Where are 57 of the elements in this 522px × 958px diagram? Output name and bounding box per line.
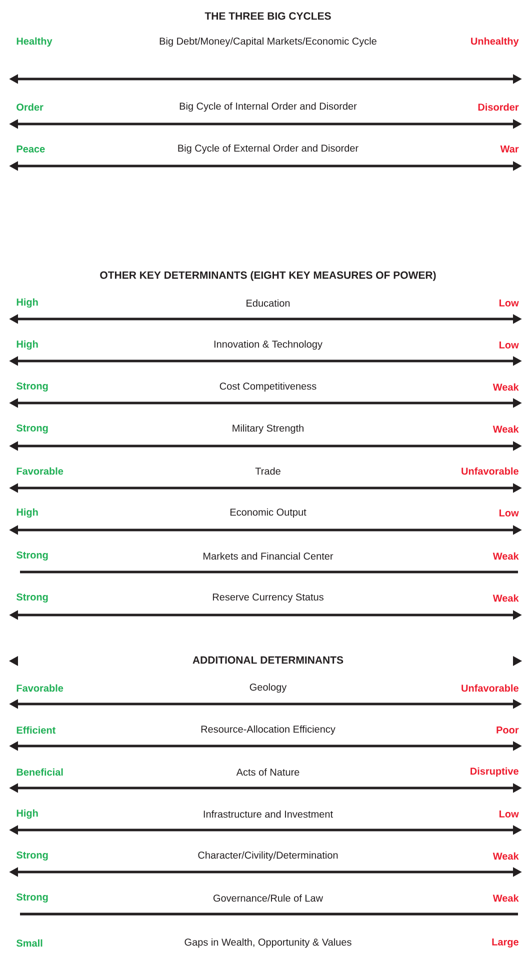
scale-low-label: Efficient	[16, 726, 56, 734]
section-heading: ADDITIONAL DETERMINANTS	[192, 656, 344, 664]
scale-low-label: Beneficial	[16, 768, 63, 776]
scale-high-label: Low	[499, 810, 519, 818]
scale-name: Big Cycle of Internal Order and Disorder	[180, 102, 357, 112]
scale-high-label: Large	[492, 938, 518, 948]
scale-name: Governance/Rule of Law	[213, 894, 324, 902]
scale-high-label: Weak	[492, 894, 519, 902]
scale-name: Military Strength	[232, 424, 304, 434]
scale-name: Trade	[255, 467, 280, 475]
scale-low-label: High	[16, 809, 38, 819]
scale-high-label: Poor	[496, 726, 519, 734]
scale-low-label: Peace	[16, 146, 45, 152]
scale-low-label: Favorable	[16, 684, 64, 692]
scale-high-label: Disorder	[478, 103, 519, 111]
scale-high-label: Unhealthy	[471, 37, 519, 47]
scale-name: Infrastructure and Investment	[204, 810, 333, 818]
scale-high-label: Unfavorable	[462, 684, 518, 692]
scale-low-label: High	[16, 298, 38, 308]
scale-low-label: High	[16, 340, 38, 350]
section-heading: THE THREE BIG CYCLES	[204, 12, 331, 20]
scale-low-label: Strong	[16, 551, 48, 561]
scale-name: Geology	[250, 683, 287, 693]
scale-high-label: Weak	[492, 383, 519, 391]
scale-name: Big Debt/Money/Capital Markets/Economic Cycle	[160, 37, 376, 47]
scale-high-label: War	[500, 146, 519, 152]
scale-high-label: Low	[499, 300, 519, 306]
scale-name: Acts of Nature	[236, 768, 300, 776]
scale-name: Gaps in Wealth, Opportunity & Values	[184, 938, 352, 948]
scale-name: Markets and Financial Center	[204, 552, 334, 560]
scale-low-label: Favorable	[16, 467, 64, 475]
scale-low-label: High	[16, 508, 38, 518]
scale-low-label: Strong	[16, 382, 48, 392]
scale-name: Character/Civility/Determination	[198, 851, 338, 861]
scale-low-label: Strong	[16, 851, 48, 861]
scale-low-label: Order	[16, 103, 44, 111]
scale-high-label: Unfavorable	[462, 467, 518, 475]
scale-high-label: Weak	[492, 594, 519, 602]
scale-low-label: Strong	[16, 424, 48, 434]
scale-low-label: Strong	[16, 593, 48, 603]
scale-low-label: Strong	[16, 893, 48, 903]
scale-name: Big Cycle of External Order and Disorder	[178, 144, 358, 154]
section-heading: OTHER KEY DETERMINANTS (EIGHT KEY MEASURES OF POWER)	[100, 271, 436, 281]
scale-name: Economic Output	[230, 508, 306, 518]
scale-high-label: Low	[499, 510, 519, 516]
scale-name: Resource-Allocation Efficiency	[201, 725, 336, 735]
scale-low-label: Healthy	[16, 37, 52, 47]
scale-high-label: Weak	[492, 852, 519, 860]
scale-name: Innovation & Technology	[214, 340, 322, 350]
scale-name: Education	[246, 299, 290, 307]
scale-name: Reserve Currency Status	[212, 593, 324, 603]
scale-low-label: Small	[16, 939, 42, 947]
scale-name: Cost Competitiveness	[220, 382, 316, 392]
scale-high-label: Low	[499, 342, 519, 348]
scale-high-label: Weak	[492, 425, 519, 433]
scale-high-label: Weak	[492, 552, 519, 560]
scale-high-label: Disruptive	[470, 767, 518, 777]
